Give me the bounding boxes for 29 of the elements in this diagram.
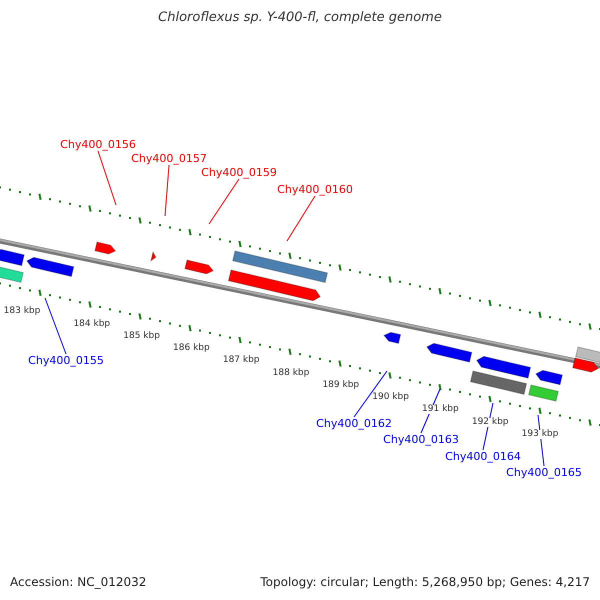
footer-text: Topology: circular; Length: 5,268,950 bp; Genes: 4,217 xyxy=(260,576,590,588)
scale-label: 192 kbp xyxy=(470,418,510,427)
scale-label: 190 kbp xyxy=(371,393,410,402)
gene-label: Chy400_0165 xyxy=(506,467,582,478)
scale-label: 188 kbp xyxy=(272,368,310,378)
scale-label: 183 kbp xyxy=(2,307,42,316)
scale-label: 189 kbp xyxy=(321,380,360,390)
leader-line xyxy=(98,150,116,206)
leader-line xyxy=(208,178,240,224)
scale-label: 185 kbp xyxy=(122,332,161,341)
gene-label: Chy400_0155 xyxy=(28,355,104,366)
gene-label: Chy400_0159 xyxy=(201,167,277,178)
leader-line xyxy=(164,164,170,216)
gene-label: Chy400_0163 xyxy=(383,434,459,445)
gene-label: Chy400_0160 xyxy=(277,184,353,195)
gene-label: Chy400_0157 xyxy=(131,153,207,164)
leader-line xyxy=(286,196,316,242)
gene-label: Chy400_0164 xyxy=(445,451,521,462)
scale-label: 184 kbp xyxy=(72,320,112,329)
scale-label: 193 kbp xyxy=(520,430,560,439)
gene-label: Chy400_0156 xyxy=(60,139,136,150)
title: Chloroflexus sp. Y-400-fl, complete genome xyxy=(158,11,442,24)
gene-label: Chy400_0162 xyxy=(316,418,392,429)
scale-label: 191 kbp xyxy=(421,405,460,414)
footer-text: Accession: NC_012032 xyxy=(10,576,146,588)
leader-line xyxy=(44,298,66,354)
scale-label: 187 kbp xyxy=(222,356,261,366)
scale-label: 186 kbp xyxy=(172,344,211,354)
leader-line xyxy=(354,370,388,418)
